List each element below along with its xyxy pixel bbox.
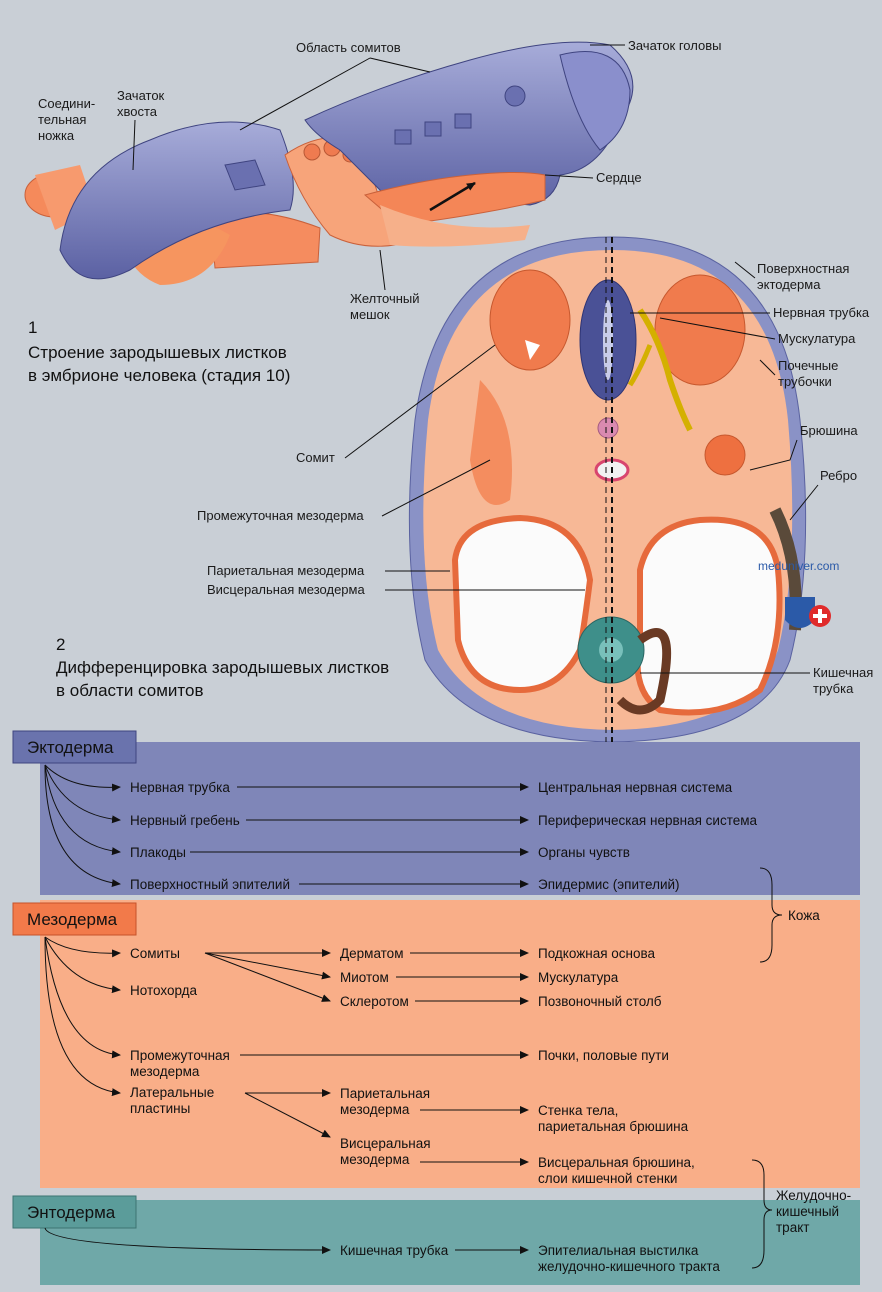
- endo-result-2: желудочно-кишечного тракта: [538, 1259, 720, 1274]
- gi-tract-1: Желудочно-: [776, 1188, 851, 1203]
- label-visceral-mesoderm: Висцеральная мезодерма: [207, 582, 365, 597]
- label-yolk-sac-1: Желточный: [350, 291, 420, 306]
- mesoderm-title: Мезодерма: [27, 910, 118, 929]
- meso-intermediate-2: мезодерма: [130, 1064, 200, 1079]
- endo-result-1: Эпителиальная выстилка: [538, 1243, 699, 1258]
- meso-myotome-result: Мускулатура: [538, 970, 619, 985]
- meso-parietal-result-2: париетальная брюшина: [538, 1119, 689, 1134]
- meso-sclerotome: Склеротом: [340, 994, 409, 1009]
- figure2-caption-line1: Дифференцировка зародышевых листков: [56, 658, 389, 677]
- ectoderm-title: Эктодерма: [27, 738, 114, 757]
- ectoderm-arrows: [44, 764, 529, 888]
- figure2-caption-line2: в области сомитов: [56, 681, 203, 700]
- meso-dermatome: Дерматом: [340, 946, 403, 961]
- meso-lateral-2: пластины: [130, 1101, 190, 1116]
- ectoderm-band: [40, 742, 860, 895]
- endoderm-title: Энтодерма: [27, 1203, 116, 1222]
- label-somite: Сомит: [296, 450, 335, 465]
- label-kidney-tubules-2: трубочки: [778, 374, 832, 389]
- ecto-source-2: Нервный гребень: [130, 813, 240, 828]
- ecto-source-1: Нервная трубка: [130, 780, 230, 795]
- label-peritoneum: Брюшина: [800, 423, 858, 438]
- ecto-source-3: Плакоды: [130, 845, 186, 860]
- endo-gut-tube: Кишечная трубка: [340, 1243, 449, 1258]
- meso-parietal-1: Париетальная: [340, 1086, 430, 1101]
- label-parietal-mesoderm: Париетальная мезодерма: [207, 563, 365, 578]
- watermark-text: meduniver.com: [758, 559, 839, 573]
- mesoderm-arrows: [44, 936, 529, 1166]
- embryo-illustration: [24, 41, 634, 285]
- label-tail-bud-1: Зачаток: [117, 88, 165, 103]
- label-kidney-tubules-1: Почечные: [778, 358, 838, 373]
- meso-visceral-result-2: слои кишечной стенки: [538, 1171, 677, 1186]
- gi-tract-2: кишечный: [776, 1204, 839, 1219]
- mesoderm-band: [40, 900, 860, 1188]
- gi-tract-3: тракт: [776, 1220, 809, 1235]
- label-gut-tube-2: трубка: [813, 681, 854, 696]
- meso-visceral-1: Висцеральная: [340, 1136, 431, 1151]
- label-surface-ectoderm-1: Поверхностная: [757, 261, 849, 276]
- figure1-number: 1: [28, 318, 37, 337]
- label-intermediate-mesoderm: Промежуточная мезодерма: [197, 508, 364, 523]
- meso-sclerotome-result: Позвоночный столб: [538, 994, 662, 1009]
- label-surface-ectoderm-2: эктодерма: [757, 277, 821, 292]
- label-head-bud: Зачаток головы: [628, 38, 721, 53]
- meso-parietal-2: мезодерма: [340, 1102, 410, 1117]
- ecto-source-4: Поверхностный эпителий: [130, 877, 290, 892]
- label-gut-tube-1: Кишечная: [813, 665, 873, 680]
- label-connecting-stalk-3: ножка: [38, 128, 75, 143]
- meso-myotome: Миотом: [340, 970, 389, 985]
- meso-notochord: Нотохорда: [130, 983, 198, 998]
- label-tail-bud-2: хвоста: [117, 104, 158, 119]
- endoderm-band: [40, 1200, 860, 1285]
- label-musculature: Мускулатура: [778, 331, 856, 346]
- meso-visceral-result-1: Висцеральная брюшина,: [538, 1155, 695, 1170]
- ecto-result-1: Центральная нервная система: [538, 780, 733, 795]
- figure1-caption-line2: в эмбрионе человека (стадия 10): [28, 366, 290, 385]
- cross-section-illustration: [408, 236, 807, 743]
- meduniver-logo: [785, 597, 831, 628]
- endoderm-arrows: [44, 1227, 529, 1254]
- meso-visceral-2: мезодерма: [340, 1152, 410, 1167]
- ecto-result-3: Органы чувств: [538, 845, 630, 860]
- meso-intermediate-1: Промежуточная: [130, 1048, 230, 1063]
- figure2-number: 2: [56, 635, 65, 654]
- label-connecting-stalk-1: Соедини-: [38, 96, 95, 111]
- skin-label: Кожа: [788, 908, 820, 923]
- meso-intermediate-result: Почки, половые пути: [538, 1048, 669, 1063]
- figure1-caption-line1: Строение зародышевых листков: [28, 343, 287, 362]
- ecto-result-2: Периферическая нервная система: [538, 813, 758, 828]
- label-connecting-stalk-2: тельная: [38, 112, 86, 127]
- meso-parietal-result-1: Стенка тела,: [538, 1103, 618, 1118]
- ecto-result-4: Эпидермис (эпителий): [538, 877, 680, 892]
- meso-somites: Сомиты: [130, 946, 180, 961]
- label-yolk-sac-2: мешок: [350, 307, 390, 322]
- label-rib: Ребро: [820, 468, 857, 483]
- label-neural-tube: Нервная трубка: [773, 305, 870, 320]
- label-somite-region: Область сомитов: [296, 40, 401, 55]
- meso-lateral-1: Латеральные: [130, 1085, 214, 1100]
- meso-dermatome-result: Подкожная основа: [538, 946, 656, 961]
- label-heart: Сердце: [596, 170, 642, 185]
